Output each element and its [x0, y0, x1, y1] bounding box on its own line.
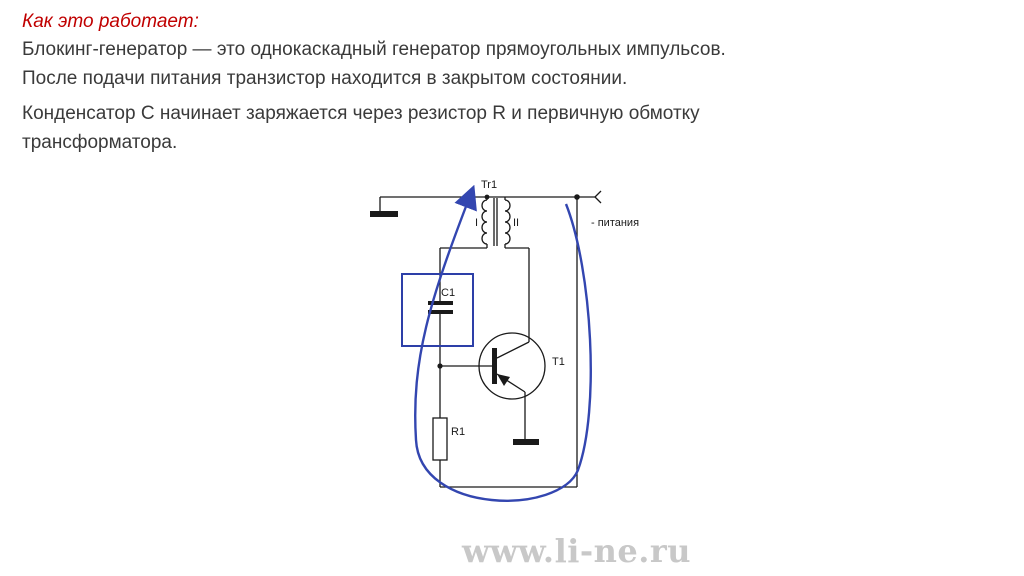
transistor-emitter-arrow [497, 374, 510, 386]
label-winding-2: II [513, 217, 519, 229]
resistor-body [432, 417, 448, 461]
circuit-wires [379, 190, 602, 488]
ground-symbol-emitter [513, 439, 539, 445]
slide-heading: Как это работает: [22, 11, 199, 32]
capacitor-highlight-box [401, 273, 474, 347]
paragraph-line-1: Блокинг-генератор — это однокаскадный ге… [22, 39, 726, 60]
primary-winding [481, 199, 488, 245]
transistor-collector [496, 341, 530, 359]
label-winding-1: I [475, 217, 478, 229]
node-primary-top [484, 194, 490, 200]
capacitor-plate-bottom [428, 310, 453, 314]
node-supply [574, 194, 580, 200]
transistor-base-bar [492, 348, 497, 384]
capacitor-plate-top [428, 301, 453, 305]
label-transformer: Tr1 [481, 179, 497, 191]
label-capacitor: C1 [441, 287, 455, 299]
label-transistor: T1 [552, 356, 565, 368]
supply-terminal [594, 190, 602, 204]
watermark: www.li-ne.ru [462, 532, 692, 570]
current-flow-path [414, 184, 592, 502]
label-resistor: R1 [451, 426, 465, 438]
paragraph-line-2: После подачи питания транзистор находитс… [22, 68, 628, 89]
paragraph-line-4: трансформатора. [22, 132, 178, 153]
node-base [437, 363, 443, 369]
transistor [478, 332, 546, 400]
secondary-winding [504, 199, 511, 245]
transformer [481, 198, 511, 246]
paragraph-line-3: Конденсатор C начинает заряжается через … [22, 103, 700, 124]
slide-text: Как это работает: Блокинг-генератор — эт… [22, 8, 1002, 157]
label-supply: - питания [591, 217, 639, 229]
ground-symbol-left [370, 211, 398, 217]
transistor-circle [478, 332, 546, 400]
